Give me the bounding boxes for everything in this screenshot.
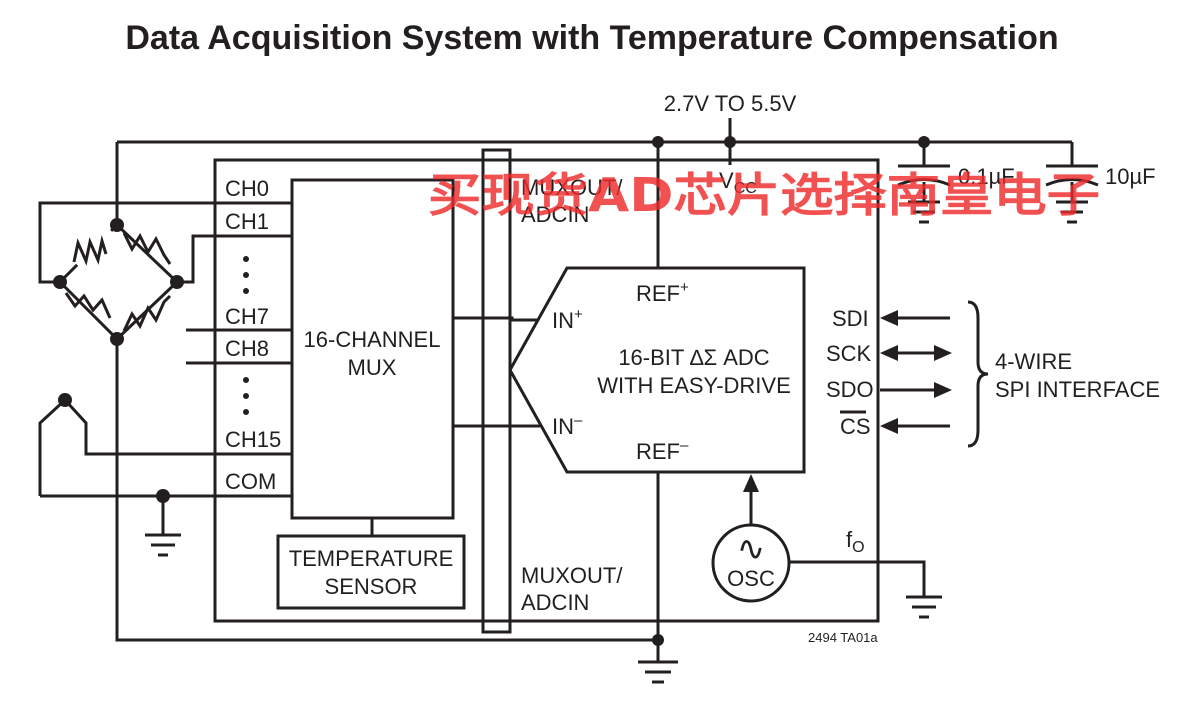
- muxout-top-line2: ADCIN: [521, 202, 589, 227]
- muxout-adcin-pins: [481, 148, 512, 634]
- in-minus-label: IN–: [552, 412, 583, 439]
- mux-block: [290, 178, 455, 520]
- spi-pin-cs: CS: [840, 414, 871, 439]
- capacitor-10uf: 10µF: [1045, 142, 1156, 224]
- channel-label-com: COM: [225, 469, 276, 494]
- capacitor-10uf-label: 10µF: [1105, 164, 1156, 189]
- osc-label: OSC: [727, 566, 775, 591]
- diagram-title: Data Acquisition System with Temperature…: [125, 19, 1058, 57]
- mux-label-line1: 16-CHANNEL: [304, 327, 441, 352]
- muxout-bottom-line1: MUXOUT/: [521, 563, 623, 588]
- ref-minus-label: REF–: [636, 437, 689, 464]
- channel-label-ch8: CH8: [225, 336, 269, 361]
- adc-label-line2: WITH EASY-DRIVE: [597, 373, 791, 398]
- mux-label-line2: MUX: [348, 355, 397, 380]
- in-plus-label: IN+: [552, 306, 583, 333]
- fo-label: fO: [846, 527, 865, 556]
- watermark: 买现货AD芯片选择南皇电子: [428, 168, 1100, 222]
- spi-pin-sck: SCK: [826, 341, 872, 366]
- temperature-sensor-line1: TEMPERATURE: [289, 546, 454, 571]
- muxout-top-line1: MUXOUT/: [521, 175, 623, 200]
- spi-pins: SDI SCK SDO CS 4-WIRE SPI INTERFACE: [826, 300, 1160, 448]
- temperature-sensor-block: [276, 534, 466, 610]
- temperature-sensor-line2: SENSOR: [325, 574, 418, 599]
- spi-pin-sdo: SDO: [826, 377, 874, 402]
- channel-label-ch15: CH15: [225, 427, 281, 452]
- spi-pin-sdi: SDI: [832, 306, 869, 331]
- spi-label-line2: SPI INTERFACE: [995, 377, 1160, 402]
- supply-voltage-label: 2.7V TO 5.5V: [664, 91, 797, 116]
- oscillator: ∿ OSC fO: [711, 474, 942, 619]
- power-rail: 2.7V TO 5.5V: [117, 91, 1072, 268]
- bridge-sensor: [53, 218, 184, 346]
- chip-outline: [213, 158, 880, 623]
- channel-ellipsis: [243, 256, 249, 415]
- channel-label-ch0: CH0: [225, 176, 269, 201]
- figure-id: 2494 TA01a: [808, 630, 878, 645]
- capacitor-0.1uf-label: 0.1µF: [958, 164, 1015, 189]
- muxout-bottom-line2: ADCIN: [521, 590, 589, 615]
- capacitor-0.1uf: 0.1µF: [897, 142, 1015, 224]
- spi-label-line1: 4-WIRE: [995, 349, 1072, 374]
- thermocouple: [38, 393, 292, 557]
- channel-label-ch1: CH1: [225, 209, 269, 234]
- adc-block: [508, 266, 806, 474]
- adc-label-line1: 16-BIT ∆Σ ADC: [618, 345, 769, 370]
- osc-symbol: ∿: [737, 530, 766, 568]
- channel-label-ch7: CH7: [225, 304, 269, 329]
- ref-plus-label: REF+: [636, 279, 689, 306]
- vcc-label: VCC: [719, 168, 757, 197]
